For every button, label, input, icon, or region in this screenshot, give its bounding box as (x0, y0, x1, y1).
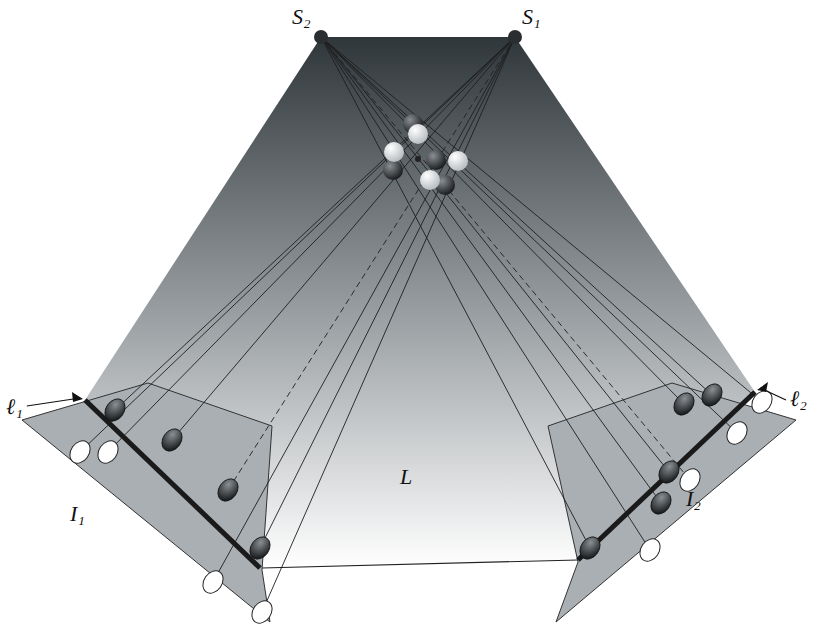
ray (213, 37, 515, 582)
point-label: ℓ₁ (6, 396, 23, 418)
dark-projection (698, 380, 727, 410)
dark-projection (576, 533, 605, 563)
ray (321, 37, 590, 548)
dark-projection (655, 457, 684, 487)
dark-projection (246, 533, 275, 563)
light-projection (723, 418, 752, 448)
ray (260, 37, 515, 548)
ray (321, 37, 762, 402)
light-projection (636, 535, 665, 565)
light-projection (199, 567, 228, 597)
dark-projection (158, 425, 187, 455)
ray (115, 37, 515, 410)
dark-projection (214, 475, 243, 505)
ray (321, 37, 661, 503)
projected-points (66, 380, 777, 624)
ray (172, 37, 515, 440)
point-label: ℓ₂ (790, 388, 807, 410)
source-point-1 (508, 30, 522, 44)
point-label: I₂ (686, 488, 701, 510)
point-label: S₂ (292, 6, 311, 28)
ray (321, 37, 669, 472)
epipolar-line-2 (578, 392, 755, 560)
ray (321, 37, 737, 433)
point-label: I₁ (70, 503, 85, 525)
ray (80, 37, 515, 452)
ray (321, 37, 650, 550)
point-label: S₁ (522, 6, 541, 28)
ray (262, 37, 515, 612)
dark-projection (647, 488, 676, 518)
image-plane-1 (22, 383, 272, 622)
dark-projection (101, 395, 130, 425)
epipolar-line-1 (85, 400, 260, 568)
ray (228, 37, 515, 490)
ray (321, 37, 690, 480)
dark-projection (670, 389, 699, 419)
ray (321, 37, 684, 404)
light-projection (748, 387, 777, 417)
point-label: L (400, 466, 412, 488)
image-plane-2 (548, 383, 796, 622)
leader-arrowhead (72, 392, 83, 402)
light-projection (248, 597, 277, 624)
source-point-2 (314, 30, 328, 44)
point-cluster (383, 114, 468, 195)
light-projection (94, 437, 123, 467)
leader-line (27, 398, 80, 406)
rays (80, 37, 762, 612)
leader-arrowhead (757, 382, 768, 392)
light-projection (66, 437, 95, 467)
